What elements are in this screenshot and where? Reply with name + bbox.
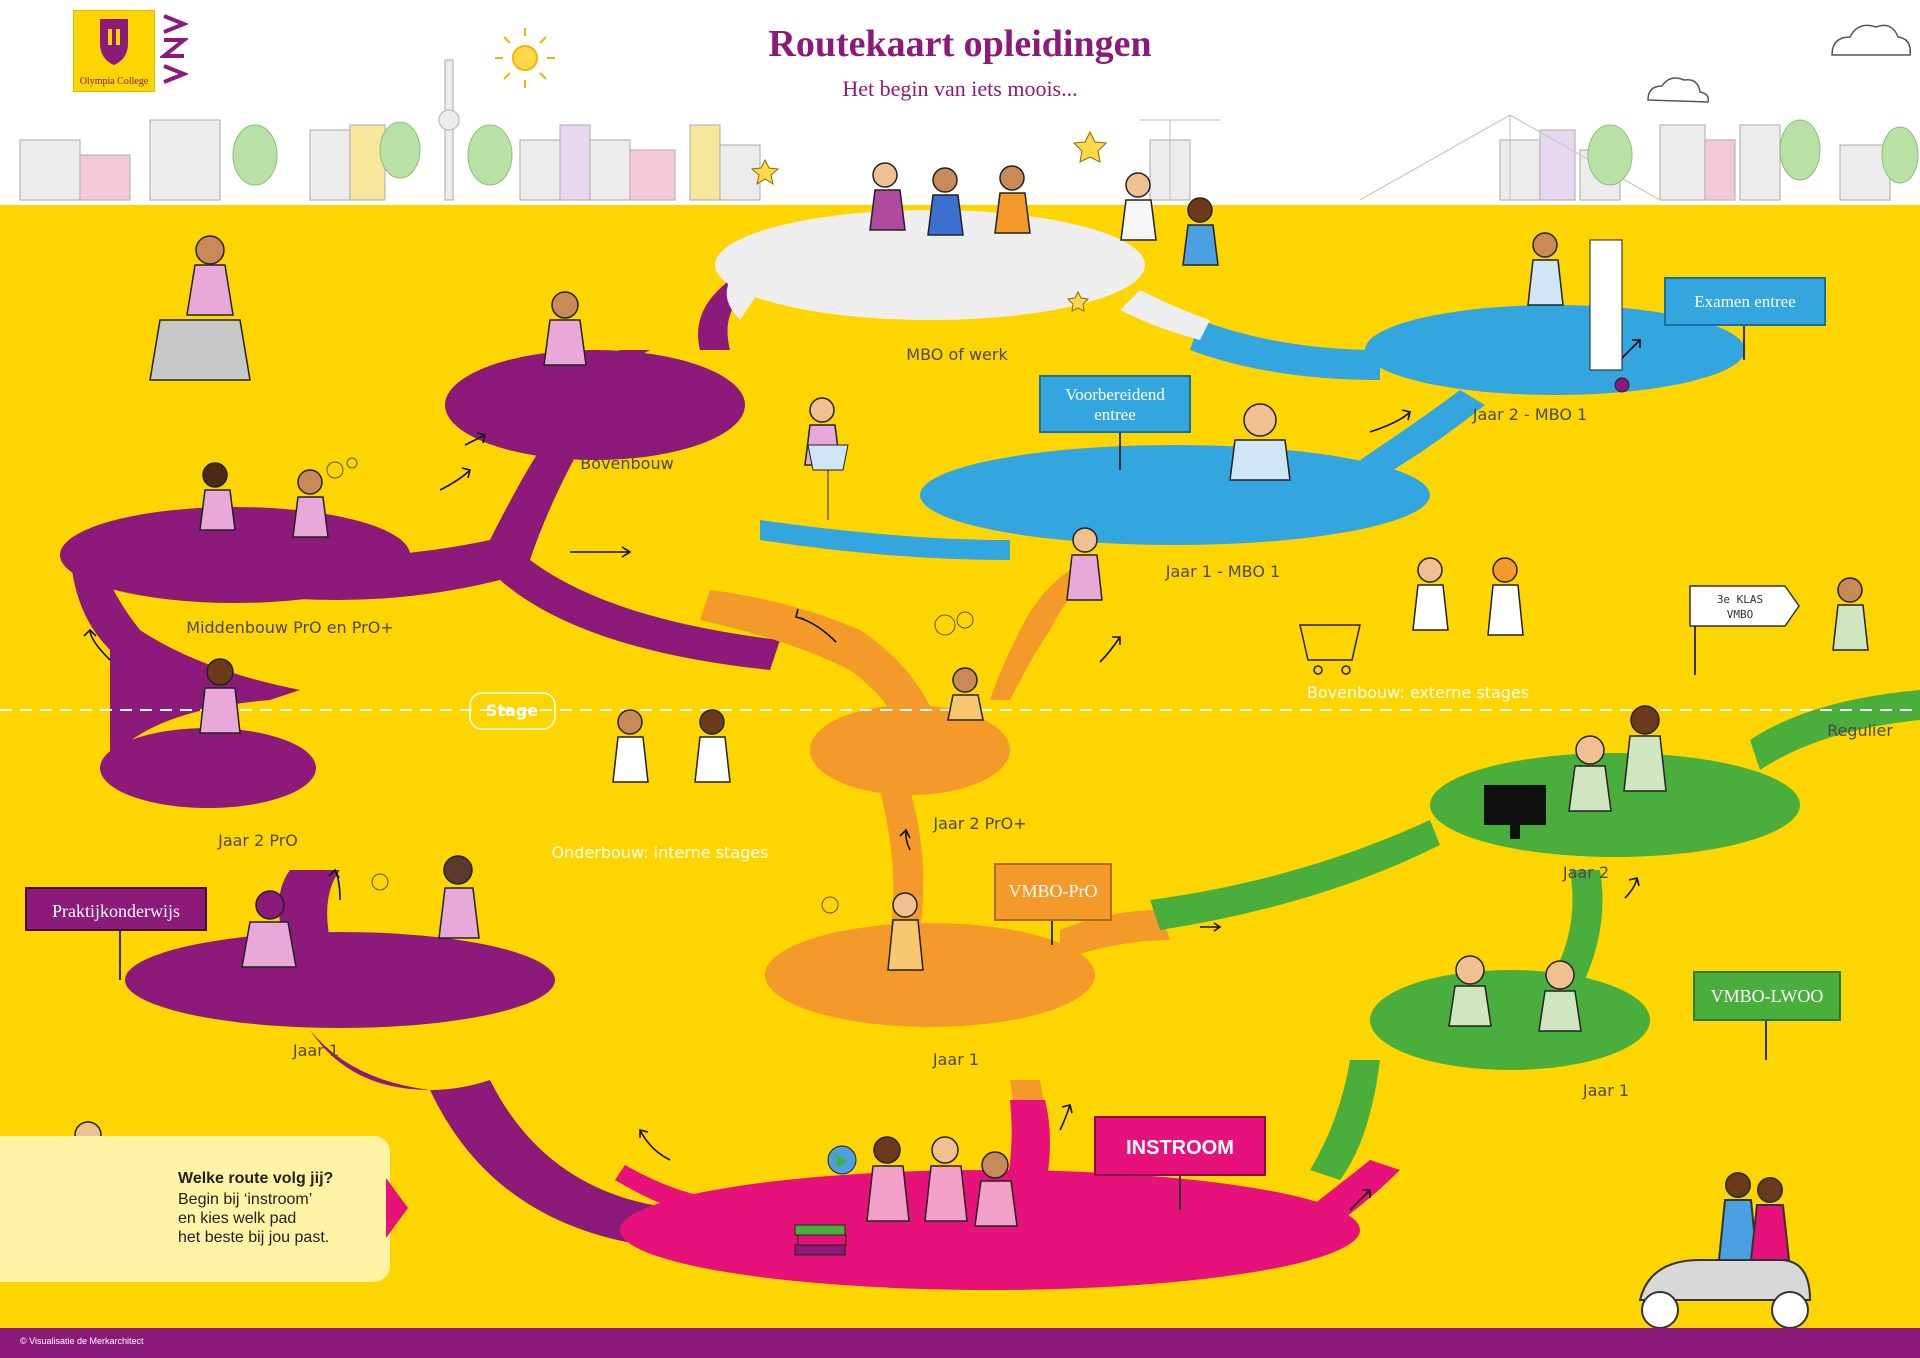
sign-examen-entree: Examen entree xyxy=(1664,277,1826,360)
info-line-3: het beste bij jou past. xyxy=(178,1229,330,1246)
certificate-icon xyxy=(1589,239,1630,393)
sign-klas-text-1: 3e KLAS xyxy=(1717,593,1763,606)
label-bovenbouw: Bovenbouw xyxy=(580,454,673,473)
sun-icon xyxy=(495,28,555,88)
character-interne-stages xyxy=(612,709,731,783)
monitor-icon xyxy=(1484,785,1546,839)
label-jaar1-pro: Jaar 1 xyxy=(292,1041,339,1060)
stage-badge: Stage xyxy=(469,692,556,730)
character-externe-stages xyxy=(1412,557,1869,651)
sign-vmbo-lwoo: VMBO-LWOO xyxy=(1693,971,1841,1060)
city-skyline xyxy=(19,59,1891,201)
sign-vmbo-pro: VMBO-PrO xyxy=(994,863,1112,945)
label-jaar1-mbo1: Jaar 1 - MBO 1 xyxy=(1165,562,1280,581)
olympia-college-logo: Olympia College xyxy=(73,10,155,92)
sign-vmbo-pro-text: VMBO-PrO xyxy=(1008,881,1097,901)
stage-label: Stage xyxy=(486,701,538,720)
scooter-icon xyxy=(1638,1172,1812,1329)
label-jaar1-vmbo-pro: Jaar 1 xyxy=(932,1050,979,1069)
books-icon xyxy=(794,1224,847,1256)
character-vmbo-pro xyxy=(887,667,984,971)
sign-voorbereidend-text-1: Voorbereidend xyxy=(1065,385,1165,404)
label-jaar2-lwoo: Jaar 2 xyxy=(1562,863,1609,882)
character-jaar2 xyxy=(199,658,241,734)
sign-instroom-text: INSTROOM xyxy=(1126,1137,1234,1159)
info-line-1: Begin bij ‘instroom’ xyxy=(178,1191,313,1208)
route-vmbo-pro xyxy=(700,570,1170,1190)
character-entree xyxy=(804,232,1564,601)
sign-voorbereidend-text-2: entree xyxy=(1094,405,1136,424)
sign-instroom: INSTROOM xyxy=(1094,1116,1266,1210)
sign-voorbereidend-entree: Voorbereidend entree xyxy=(1039,375,1191,470)
label-onderbouw-stages: Onderbouw: interne stages xyxy=(552,843,769,862)
label-jaar2-mbo1: Jaar 2 - MBO 1 xyxy=(1472,405,1587,424)
shopping-cart-icon xyxy=(1299,624,1361,675)
page-title: Routekaart opleidingen xyxy=(768,23,1152,65)
sign-praktijkonderwijs-text: Praktijkonderwijs xyxy=(52,901,180,921)
character-instroom xyxy=(866,1136,1018,1227)
route-instroom xyxy=(615,1100,1400,1290)
sign-vmbo-lwoo-text: VMBO-LWOO xyxy=(1711,986,1824,1006)
label-jaar2-pro-plus: Jaar 2 PrO+ xyxy=(932,814,1026,833)
sign-examen-entree-text: Examen entree xyxy=(1694,292,1795,311)
character-mbo-werk xyxy=(869,162,1219,266)
footer-credit: © Visualisatie de Merkarchitect xyxy=(20,1336,144,1346)
character-jaar1 xyxy=(241,855,480,968)
star-icon xyxy=(750,130,1108,312)
footer-bar xyxy=(0,1328,1920,1358)
character-bovenbouw xyxy=(543,291,587,366)
info-line-2: en kies welk pad xyxy=(178,1210,297,1227)
label-bovenbouw-stages: Bovenbouw: externe stages xyxy=(1307,683,1529,702)
route-entree xyxy=(760,305,1745,560)
cloud-icon xyxy=(1647,24,1911,103)
info-title: Welke route volg jij? xyxy=(178,1170,334,1187)
character-stone xyxy=(149,235,251,381)
label-jaar1-lwoo: Jaar 1 xyxy=(1582,1081,1629,1100)
label-regulier: Regulier xyxy=(1827,721,1893,740)
page-subtitle: Het begin van iets moois... xyxy=(842,76,1078,101)
character-lwoo xyxy=(1448,705,1667,1032)
svn-logo-mark xyxy=(160,10,188,90)
logo-text: Olympia College xyxy=(79,76,149,87)
globe-icon xyxy=(827,1145,857,1175)
route-lwoo xyxy=(1150,690,1920,1180)
sign-klas-text-2: VMBO xyxy=(1727,608,1754,621)
label-mbo-of-werk: MBO of werk xyxy=(906,345,1008,364)
chair-icon xyxy=(807,444,849,520)
character-middenbouw xyxy=(199,462,329,538)
sign-3e-klas-vmbo: 3e KLAS VMBO xyxy=(1689,585,1800,675)
info-box xyxy=(0,1136,390,1282)
gear-icon xyxy=(326,457,974,914)
label-jaar2-pro: Jaar 2 PrO xyxy=(217,831,298,850)
trees xyxy=(232,119,1919,186)
arrow-icon xyxy=(83,339,1641,1211)
info-arrow-icon xyxy=(386,1178,408,1238)
route-mbo-werk xyxy=(715,210,1210,340)
shield-icon xyxy=(100,19,128,65)
sign-praktijkonderwijs: Praktijkonderwijs xyxy=(25,887,207,980)
label-middenbouw: Middenbouw PrO en PrO+ xyxy=(186,618,393,637)
characters xyxy=(44,162,1869,1251)
